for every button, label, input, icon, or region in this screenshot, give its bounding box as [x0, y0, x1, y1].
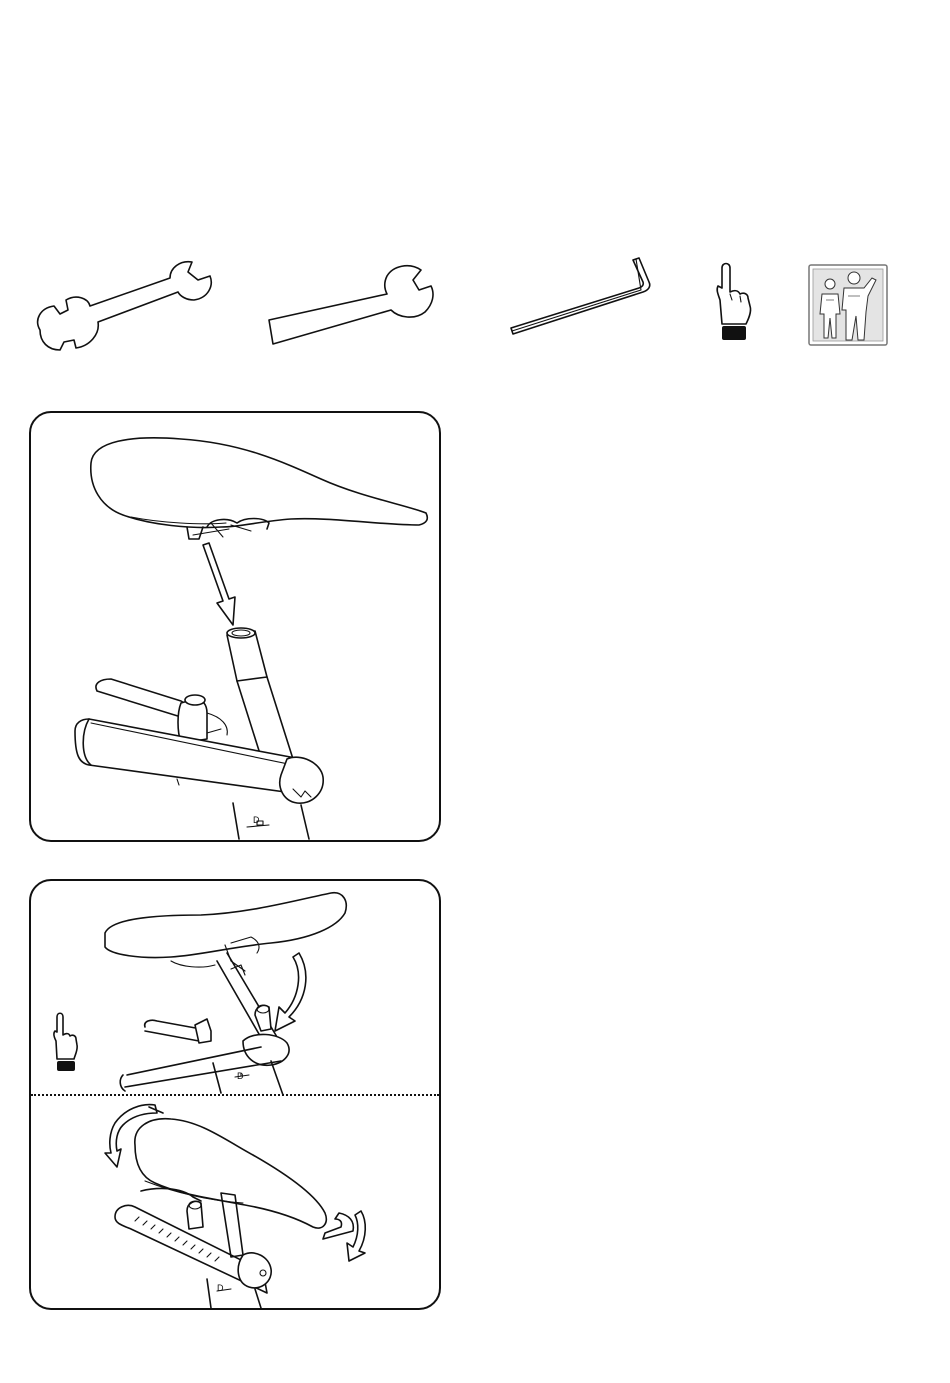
pointing-hand-icon — [54, 1013, 77, 1071]
open-end-wrench-icon — [265, 258, 440, 353]
open-end-wrench-icon — [30, 258, 220, 358]
figure-label: D — [253, 815, 260, 825]
figure-label-top: D — [237, 1071, 244, 1081]
two-person-assembly-icon — [808, 264, 888, 346]
allen-key-icon — [505, 252, 660, 347]
seat-insert-diagram: D — [29, 411, 441, 842]
seat-adjust-diagram: D D — [29, 879, 441, 1310]
figure-label-bottom: D — [217, 1283, 224, 1293]
pointing-hand-icon — [708, 260, 756, 344]
dotted-divider — [31, 1094, 439, 1096]
